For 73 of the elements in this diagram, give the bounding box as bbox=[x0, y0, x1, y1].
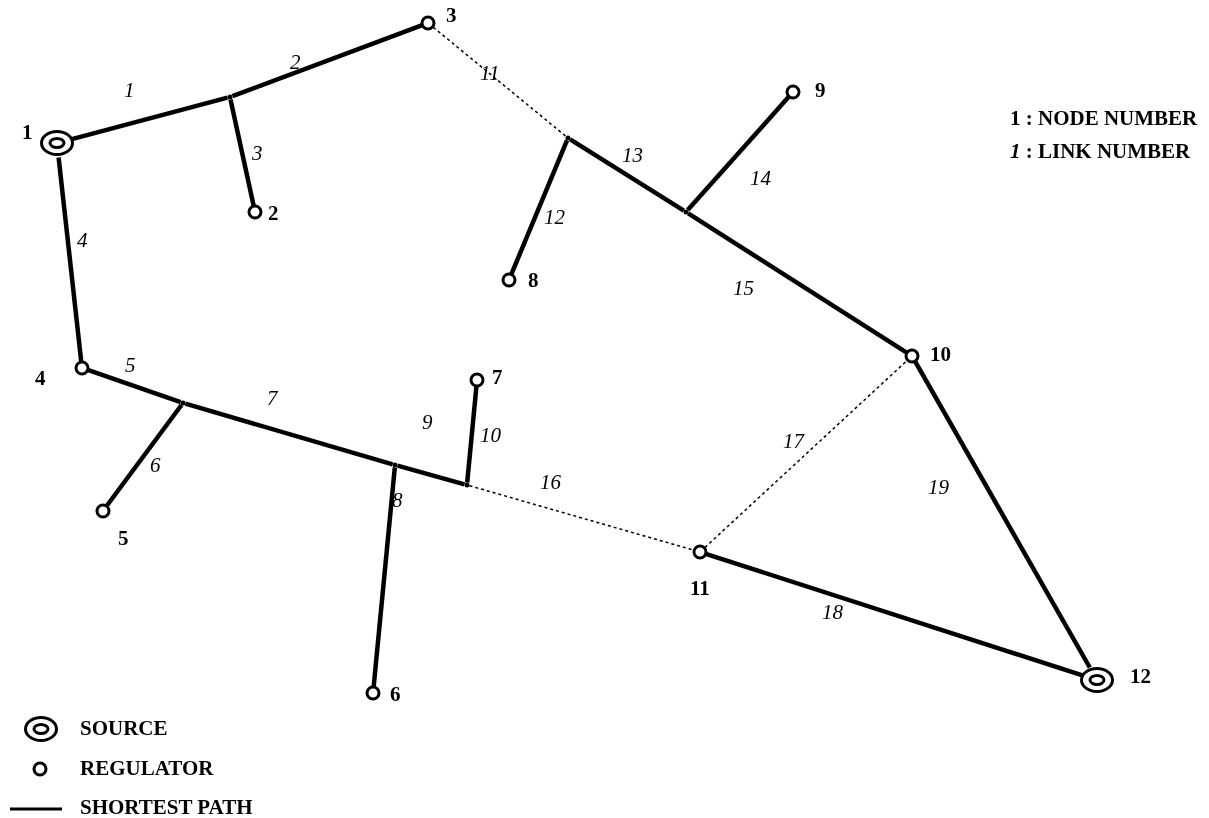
regulator-symbol bbox=[420, 15, 436, 31]
pipe-link-line bbox=[464, 386, 479, 483]
pipe-link-line bbox=[228, 99, 256, 206]
link-number: 18 bbox=[822, 602, 843, 623]
regulator-symbol bbox=[785, 84, 801, 100]
link-number: 10 bbox=[480, 425, 501, 446]
pipe-link-line bbox=[687, 211, 908, 355]
node-number: 7 bbox=[492, 367, 503, 388]
node-number: 9 bbox=[815, 80, 826, 101]
link-number: 19 bbox=[928, 477, 949, 498]
regulator-symbol bbox=[247, 204, 263, 220]
dashed-link-line bbox=[432, 26, 567, 138]
pipe-link-line bbox=[509, 139, 570, 275]
node-number: 3 bbox=[446, 5, 457, 26]
link-number: 15 bbox=[733, 278, 754, 299]
pipe-link-line bbox=[56, 157, 84, 362]
node-number: 5 bbox=[118, 528, 129, 549]
node-number: 10 bbox=[930, 344, 951, 365]
node-number: 6 bbox=[390, 684, 401, 705]
pipe-link-line bbox=[396, 463, 466, 487]
junction-point bbox=[565, 135, 571, 141]
node-number: 8 bbox=[528, 270, 539, 291]
pipe-link-line bbox=[105, 403, 184, 507]
node-number: 4 bbox=[35, 368, 46, 389]
regulator-symbol bbox=[95, 503, 111, 519]
regulator-symbol bbox=[692, 544, 708, 560]
link-number: 4 bbox=[77, 230, 88, 251]
link-number: 5 bbox=[125, 355, 136, 376]
regulator-symbol bbox=[501, 272, 517, 288]
pipe-link-line bbox=[231, 23, 423, 99]
legend-text: 1 : NODE NUMBER bbox=[1010, 108, 1198, 129]
link-number: 16 bbox=[540, 472, 561, 493]
link-number: 8 bbox=[392, 490, 403, 511]
pipe-link-line bbox=[87, 368, 182, 405]
legend-text: SOURCE bbox=[80, 718, 168, 739]
pipe-link-line bbox=[371, 467, 398, 687]
node-number: 12 bbox=[1130, 666, 1151, 687]
dashed-link-line bbox=[704, 359, 908, 549]
link-number: 9 bbox=[422, 412, 433, 433]
link-number: 17 bbox=[783, 431, 804, 452]
source-symbol bbox=[1080, 667, 1114, 693]
link-number: 11 bbox=[480, 63, 500, 84]
junction-point bbox=[683, 209, 689, 215]
node-number: 11 bbox=[690, 578, 710, 599]
junction-point bbox=[392, 462, 398, 468]
link-number: 7 bbox=[267, 388, 278, 409]
source-symbol bbox=[40, 130, 74, 156]
pipe-link-line bbox=[686, 95, 791, 212]
link-number: 13 bbox=[622, 145, 643, 166]
node-number: 2 bbox=[268, 203, 279, 224]
pipe-link-line bbox=[70, 95, 229, 142]
junction-point bbox=[464, 482, 470, 488]
regulator-symbol bbox=[74, 360, 90, 376]
legend-text: REGULATOR bbox=[80, 758, 214, 779]
pipe-link-line bbox=[913, 360, 1092, 669]
link-number: 12 bbox=[544, 207, 565, 228]
pipe-link-line bbox=[184, 401, 394, 467]
legend-text: 1 : LINK NUMBER bbox=[1010, 141, 1191, 162]
junction-point bbox=[180, 400, 186, 406]
regulator-symbol bbox=[904, 348, 920, 364]
link-number: 14 bbox=[750, 168, 771, 189]
link-number: 6 bbox=[150, 455, 161, 476]
pipe-link-line bbox=[569, 137, 685, 213]
pipe-link-line bbox=[705, 551, 1084, 678]
node-number: 1 bbox=[22, 122, 33, 143]
regulator-symbol bbox=[469, 372, 485, 388]
junction-point bbox=[227, 94, 233, 100]
link-number: 1 bbox=[124, 80, 135, 101]
dashed-link-line bbox=[468, 484, 695, 551]
link-number: 2 bbox=[290, 52, 301, 73]
legend-text: SHORTEST PATH bbox=[80, 797, 253, 818]
link-number: 3 bbox=[252, 143, 263, 164]
regulator-symbol bbox=[365, 685, 381, 701]
